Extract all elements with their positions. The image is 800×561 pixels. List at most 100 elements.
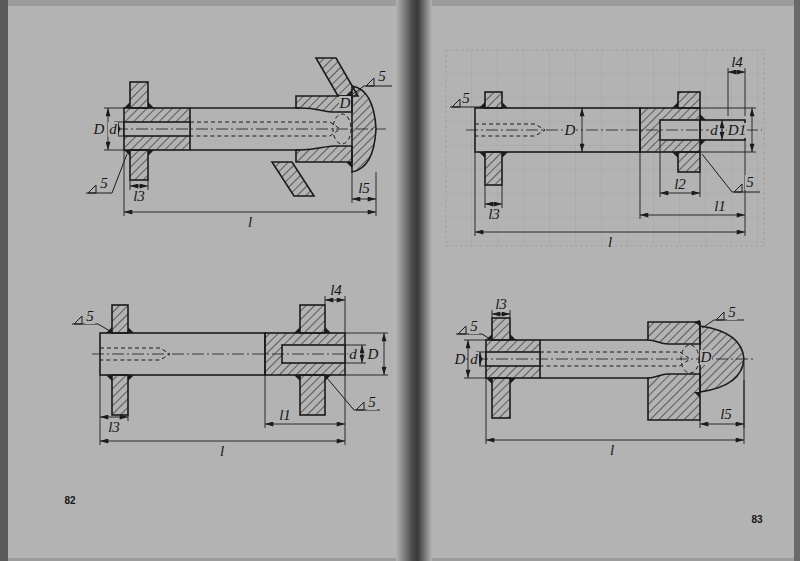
pin-drawing-1-part	[116, 129, 386, 130]
dimension-label: l5	[719, 407, 733, 422]
pin-drawing-1-part	[148, 102, 154, 108]
pin-drawing-3-part	[100, 417, 128, 418]
pin-drawing-1-part	[296, 96, 352, 112]
pin-drawing-2-part	[485, 92, 502, 108]
dimension-label: D	[93, 122, 106, 137]
dimension-label: l4	[329, 283, 343, 298]
pin-drawing-3-part	[325, 300, 345, 301]
pin-drawing-2-part	[672, 102, 678, 108]
pin-drawing-2-part	[502, 152, 508, 158]
pin-drawing-2-part	[582, 108, 583, 152]
dimension-label: d	[709, 123, 719, 138]
page-background-part	[396, 0, 432, 561]
pin-drawing-2-part	[700, 140, 706, 146]
pin-drawing-2-part	[752, 108, 753, 152]
pin-drawing-1-part	[130, 186, 148, 187]
pin-drawing-1-part	[296, 146, 352, 162]
dimension-label: D1	[727, 123, 747, 138]
pin-drawing-3-part	[294, 327, 300, 333]
pin-drawing-1-part	[333, 114, 351, 144]
dimension-label: d	[108, 122, 118, 137]
pin-drawing-3-part	[300, 305, 325, 333]
weld-size-label: 5	[367, 395, 377, 410]
pin-drawing-3-part	[92, 354, 350, 355]
pin-drawing-2-part	[672, 152, 678, 158]
pin-drawing-2-part	[485, 152, 502, 185]
dimension-label: l3	[494, 297, 508, 312]
dimension-label: l4	[730, 55, 744, 70]
pin-drawing-1-part	[124, 102, 130, 108]
weld-size-label: 5	[377, 69, 387, 84]
pin-drawing-3-part	[294, 375, 300, 381]
pin-drawing-3-part	[106, 375, 112, 381]
pin-drawing-4-part	[700, 424, 744, 425]
pin-drawing-4-part	[492, 378, 510, 418]
page-number: 83	[750, 514, 763, 525]
dimension-label: l	[607, 235, 613, 250]
page-number: 82	[63, 495, 76, 506]
pin-drawing-4-part	[510, 334, 516, 340]
weld-size-label: 5	[727, 305, 737, 320]
pin-drawing-4-part	[648, 374, 700, 420]
dimension-label: l	[609, 443, 615, 458]
grid-paper	[446, 50, 764, 246]
pin-drawing-4-part	[694, 320, 700, 326]
pin-drawing-1-part	[104, 108, 376, 216]
pin-drawing-2	[450, 68, 762, 236]
pin-drawing-4-part	[486, 378, 492, 384]
weld-size-label: 5	[85, 309, 95, 324]
pin-drawing-3-part	[128, 327, 134, 333]
dimension-label: l1	[713, 199, 727, 214]
pin-drawing-1-part	[316, 58, 358, 96]
pin-drawing-1-part	[346, 162, 352, 168]
dimension-label: l	[219, 444, 225, 459]
pin-drawing-3-part	[128, 375, 134, 381]
pin-drawing-1-part	[130, 82, 148, 108]
pin-drawing-4-part	[492, 318, 510, 340]
pin-drawing-1-part	[148, 150, 154, 156]
pin-drawing-2-part	[678, 152, 700, 172]
dimension-label: l3	[132, 189, 146, 204]
pin-drawing-3-part	[100, 296, 388, 445]
pin-drawing-4-part	[464, 310, 744, 444]
pin-drawing-3-part	[265, 424, 345, 425]
pin-drawing-4	[456, 310, 754, 444]
pin-drawing-1-part	[272, 162, 314, 196]
dimension-label: l2	[673, 177, 687, 192]
weld-size-label: 5	[469, 319, 479, 334]
pin-drawing-1-part	[124, 212, 376, 213]
pin-drawing-2-part	[475, 68, 756, 236]
weld-size-label: 5	[745, 175, 755, 190]
pin-drawing-1-part	[352, 199, 376, 200]
dimension-label: d	[469, 352, 479, 367]
dimension-label: l3	[487, 207, 501, 222]
pin-drawing-2-part	[475, 232, 745, 233]
pin-drawing-4-part	[486, 440, 744, 441]
pin-drawing-1-part	[190, 122, 340, 136]
dimension-label: D	[339, 96, 352, 111]
pin-drawing-2-part	[502, 102, 508, 108]
dimension-label: D	[564, 123, 577, 138]
pin-drawing-2-part	[485, 204, 502, 205]
pin-drawing-3-part	[100, 441, 345, 442]
dimension-label: D	[454, 352, 467, 367]
pin-drawing-3	[72, 296, 388, 445]
pin-drawing-3-part	[362, 345, 363, 363]
dimension-label: d	[348, 347, 358, 362]
pin-drawing-3-part	[325, 375, 331, 381]
pin-drawing-4-part	[492, 314, 510, 315]
grid-paper-part	[446, 50, 764, 246]
dimension-label: l1	[278, 408, 292, 423]
dimension-label: l3	[107, 420, 121, 435]
pin-drawing-2-part	[702, 154, 760, 192]
pin-drawing-3-part	[325, 327, 331, 333]
page-background-part	[8, 6, 406, 558]
page-background-part	[794, 0, 800, 561]
pin-drawing-2-part	[700, 114, 706, 120]
pin-drawing-2-part	[722, 120, 723, 140]
